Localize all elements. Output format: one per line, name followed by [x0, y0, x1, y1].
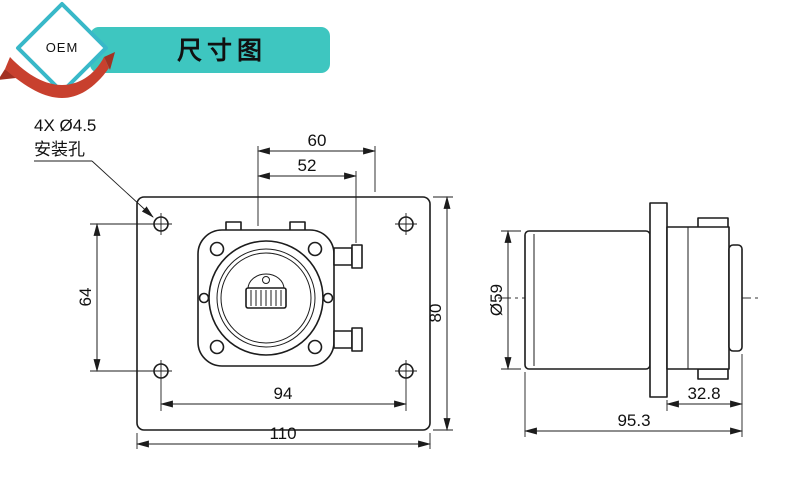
dim-top-outer: 60	[256, 131, 377, 226]
dim-94-label: 94	[274, 384, 293, 403]
hole-note-line1: 4X Ø4.5	[34, 116, 96, 135]
dim-80-label: 80	[426, 304, 445, 323]
page-title: 尺寸图	[177, 37, 267, 65]
dim-60-label: 60	[308, 131, 327, 150]
dim-plate-height: 80	[426, 195, 453, 432]
mounting-hole	[150, 213, 172, 235]
dim-body-diameter: Ø59	[487, 229, 521, 371]
rotor-assembly	[245, 273, 287, 309]
dim-plate-width: 110	[135, 424, 432, 449]
front-view: 4X Ø4.5 安装孔 60 52 80	[34, 116, 453, 449]
head-front-cover	[728, 244, 743, 352]
ribbon-tail-left	[0, 69, 16, 80]
dim-hole-spacing-vertical: 64	[76, 222, 152, 373]
head-screw	[209, 241, 225, 257]
dim-95-3-label: 95.3	[617, 411, 650, 430]
head-screw	[307, 339, 323, 355]
dim-total-length: 95.3	[523, 372, 744, 437]
dim-32-8-label: 32.8	[687, 384, 720, 403]
pump-head-side	[666, 217, 743, 380]
dim-110-label: 110	[269, 424, 296, 443]
ribbon	[5, 57, 109, 98]
banner-background	[90, 27, 330, 73]
oem-badge-label: OEM	[46, 40, 79, 55]
hole-note: 4X Ø4.5 安装孔	[34, 116, 154, 218]
dim-head-length: 32.8	[665, 354, 744, 437]
mounting-hole	[150, 360, 172, 382]
head-body-side	[666, 226, 730, 370]
ribbon-tail-right	[104, 52, 115, 70]
tube-connector-top	[333, 244, 363, 269]
head-side-screw	[322, 292, 334, 304]
hole-note-line2: 安装孔	[34, 140, 85, 159]
motor-body	[524, 230, 651, 370]
leader-line	[91, 160, 154, 218]
side-view: Ø59 32.8 95.3	[487, 202, 762, 437]
dim-hole-spacing-horizontal: 94	[159, 382, 408, 411]
dim-64-label: 64	[76, 288, 95, 307]
mounting-flange	[649, 202, 668, 398]
dim-diameter-label: Ø59	[487, 284, 506, 316]
dim-52-label: 52	[298, 156, 317, 175]
pump-head	[197, 221, 363, 367]
head-side-screw	[198, 292, 210, 304]
mounting-holes	[150, 213, 417, 382]
tube-connector-bottom	[333, 327, 363, 352]
mounting-hole	[395, 213, 417, 235]
bearing-ring-inner	[220, 252, 312, 344]
dim-top-inner: 52	[256, 156, 358, 243]
header-banner: 尺寸图	[90, 27, 330, 73]
head-screw	[209, 339, 225, 355]
head-clamp-bottom	[697, 368, 729, 380]
mounting-hole	[395, 360, 417, 382]
bearing-ring-outer	[216, 248, 316, 348]
oem-badge: OEM	[0, 2, 115, 98]
head-screw	[307, 241, 323, 257]
